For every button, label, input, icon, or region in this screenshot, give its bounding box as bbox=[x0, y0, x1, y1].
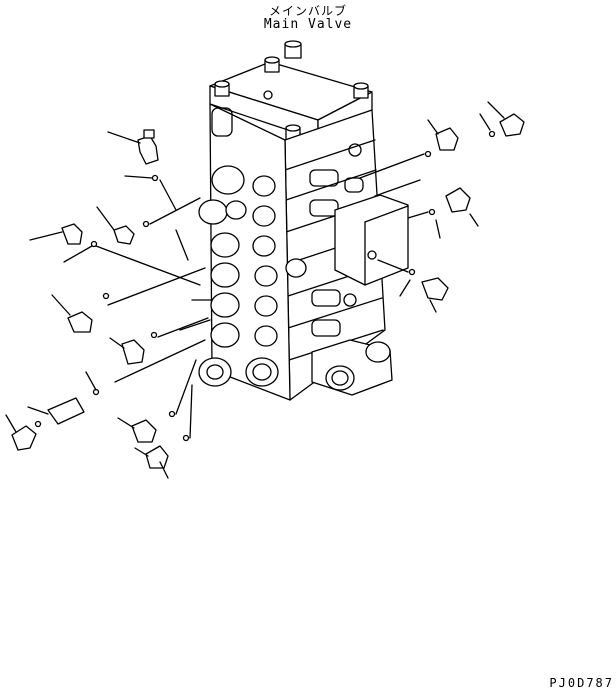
fittings-right bbox=[359, 101, 525, 313]
valve-sections bbox=[284, 139, 384, 361]
leader-lines bbox=[159, 179, 213, 331]
drawing-code: PJ0D787 bbox=[549, 676, 614, 690]
side-block bbox=[334, 194, 409, 286]
title-english: Main Valve bbox=[263, 17, 353, 32]
top-bolts bbox=[214, 40, 369, 141]
hex-plugs bbox=[245, 175, 307, 387]
spool-caps bbox=[198, 165, 247, 387]
outlet-flange bbox=[311, 339, 393, 396]
fittings-left bbox=[5, 129, 209, 479]
title-japanese: メインバルブ bbox=[268, 4, 347, 18]
fitting-upper-left bbox=[107, 129, 159, 165]
main-valve-body bbox=[198, 40, 409, 401]
